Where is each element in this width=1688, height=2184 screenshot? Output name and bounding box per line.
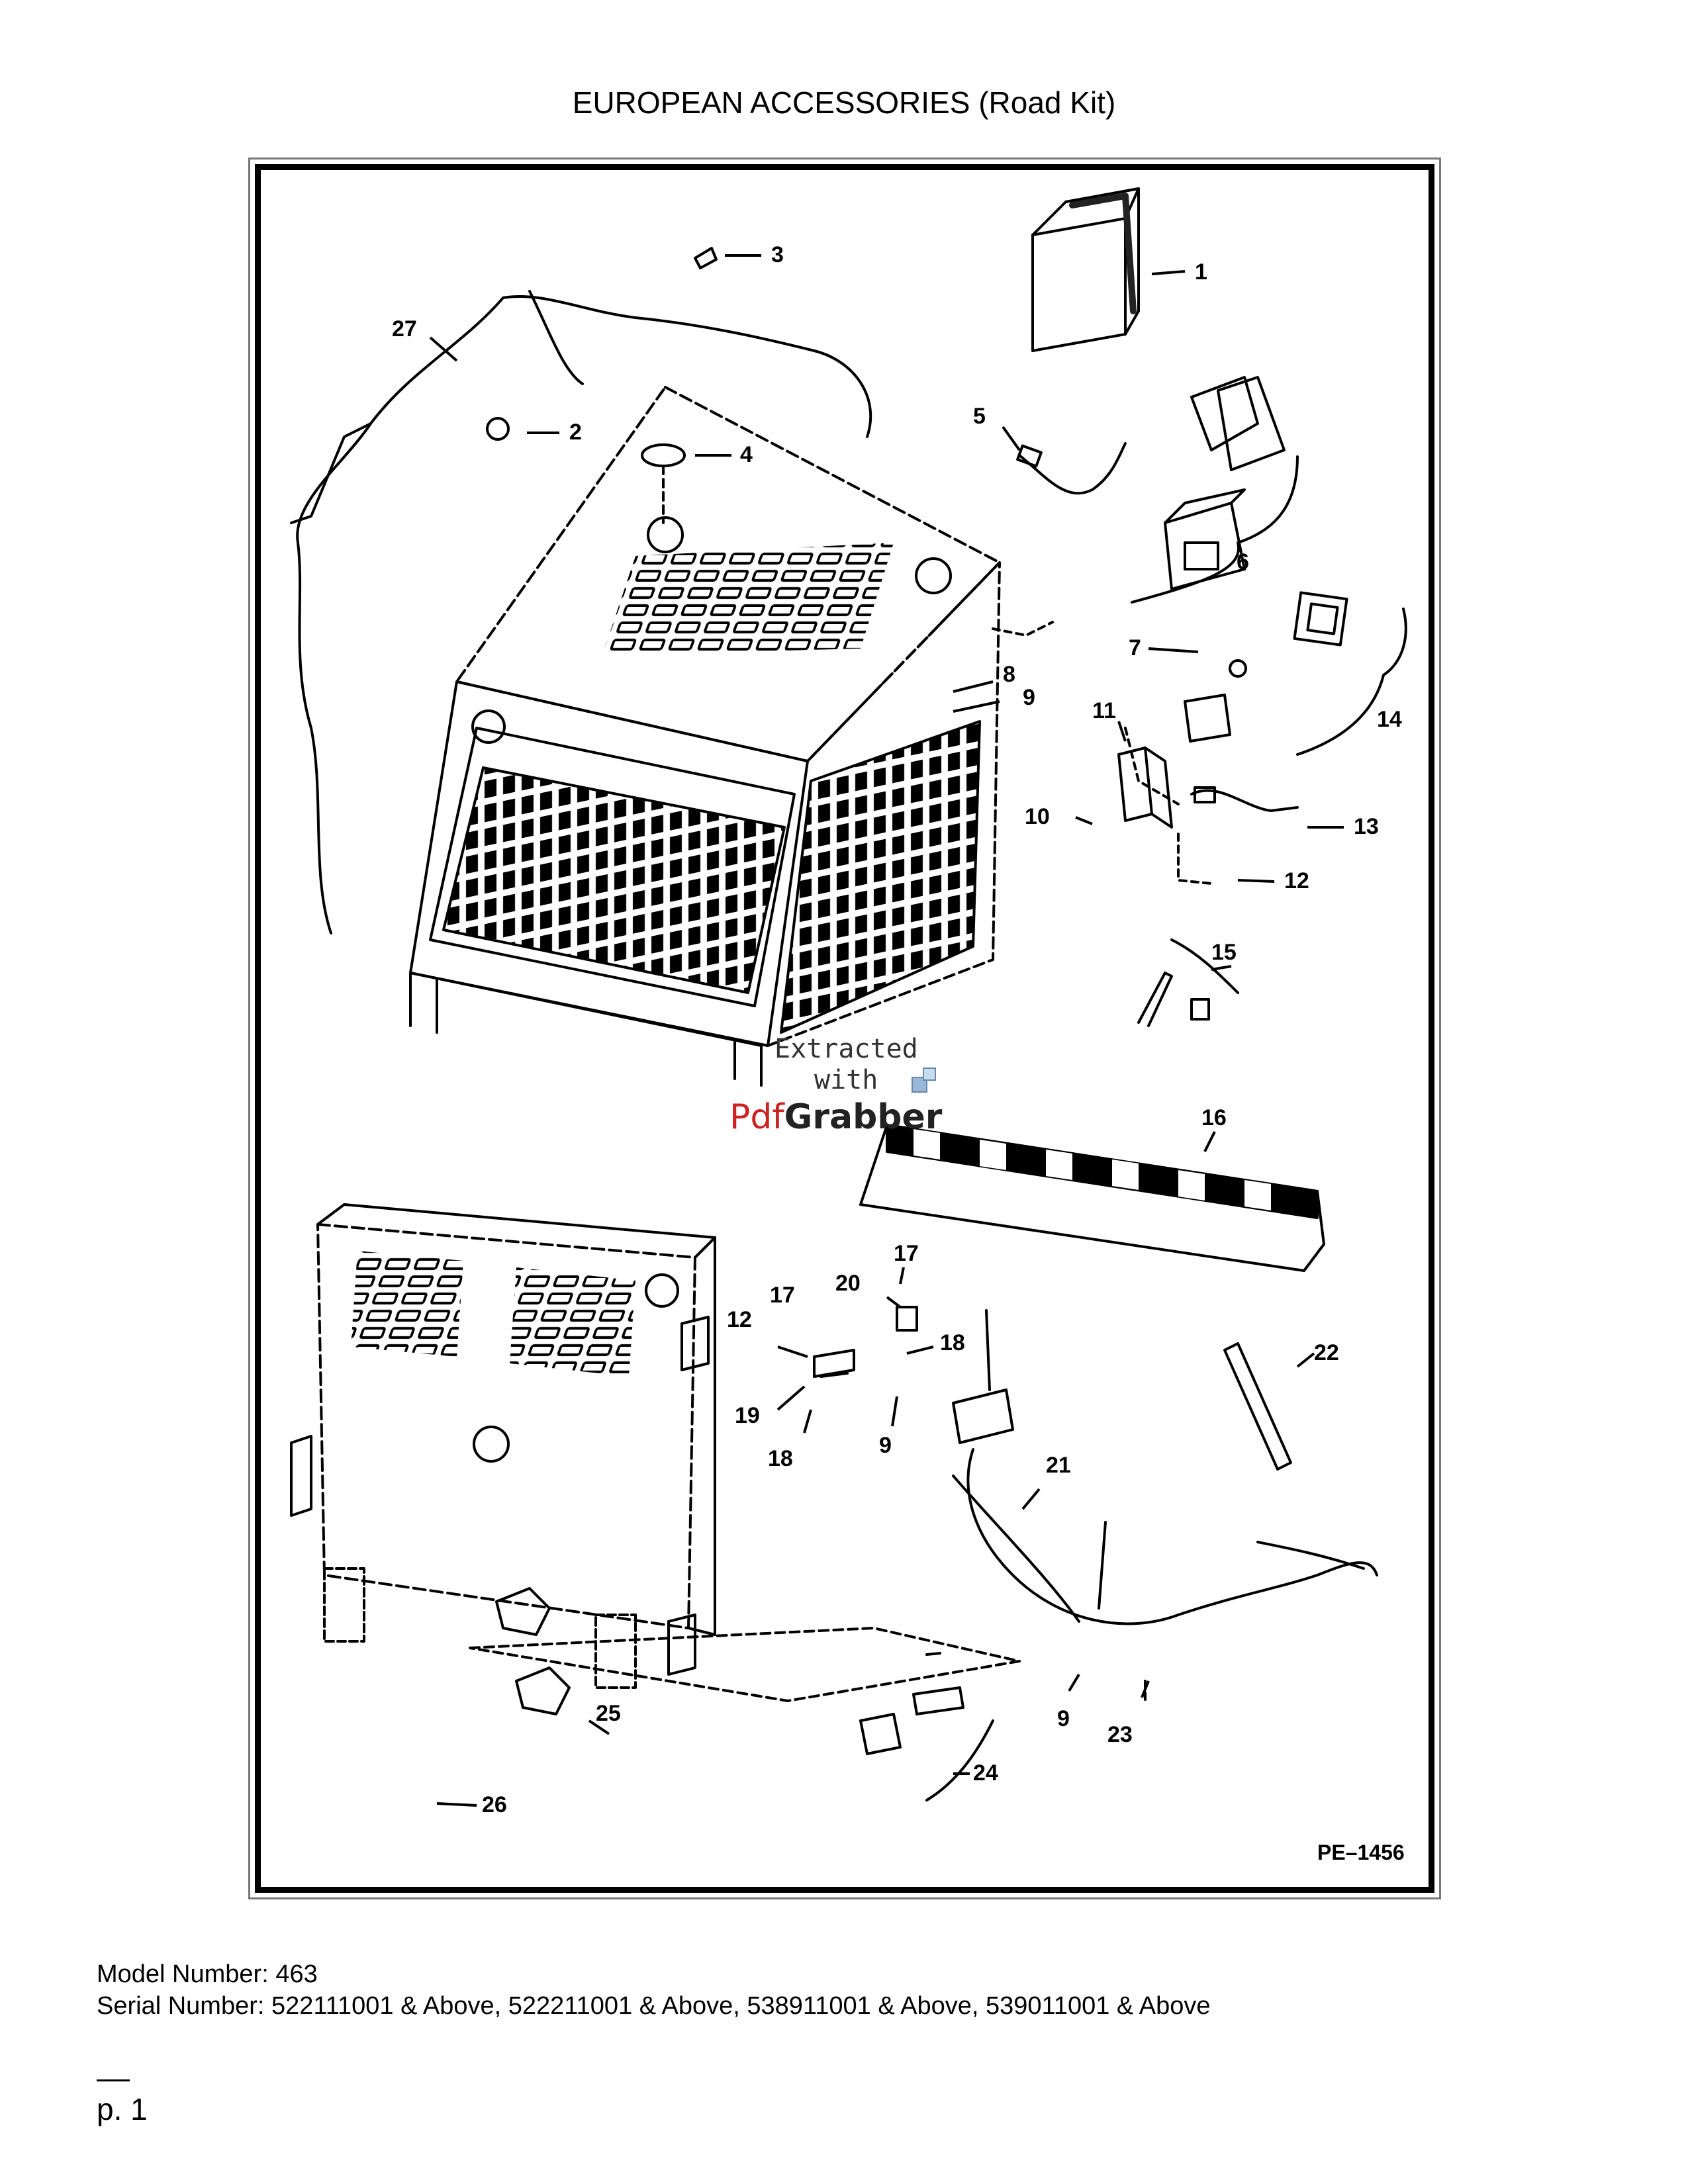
roof-vents <box>602 543 894 655</box>
callout-12b: 12 <box>727 1307 752 1332</box>
callout-5: 5 <box>973 404 986 429</box>
callout-17b: 17 <box>770 1283 795 1308</box>
watermark-line1: Extracted <box>774 1034 918 1064</box>
callout-10: 10 <box>1025 804 1050 829</box>
diagram-frame <box>255 164 1434 1893</box>
part-4-seal <box>641 443 686 467</box>
part-1-housing <box>1031 187 1140 352</box>
page-title: EUROPEAN ACCESSORIES (Road Kit) <box>572 85 1116 120</box>
callout-8: 8 <box>1003 662 1015 687</box>
callout-18b: 18 <box>768 1446 793 1471</box>
callout-7: 7 <box>1129 635 1141 660</box>
callout-12a: 12 <box>1284 868 1309 893</box>
callouts: 1 2 3 4 5 6 7 8 9 11 10 13 14 12 15 16 1… <box>392 242 1402 1817</box>
part-14-lamp <box>1184 591 1348 743</box>
watermark-brand-a: Pdf <box>729 1097 785 1137</box>
part-27-harness <box>296 296 504 934</box>
callout-1: 1 <box>1195 259 1207 285</box>
watermark-brand-b: Grabber <box>784 1097 943 1137</box>
callout-11: 11 <box>1092 698 1116 723</box>
callout-13: 13 <box>1354 814 1379 839</box>
front-grille <box>442 766 786 994</box>
part-2-grommet <box>486 417 510 441</box>
callout-leaders <box>429 254 1344 1807</box>
model-number: Model Number: 463 <box>97 1960 318 1988</box>
callout-6: 6 <box>1237 549 1249 574</box>
part-13-pigtail <box>1190 789 1299 812</box>
rear-vents-right <box>510 1267 635 1377</box>
callout-4: 4 <box>740 442 753 467</box>
watermark-line2: with <box>814 1065 878 1095</box>
rear-panel <box>290 1203 716 1715</box>
callout-3: 3 <box>771 242 784 267</box>
callout-14: 14 <box>1377 707 1402 732</box>
page-number-rule <box>97 2079 130 2081</box>
serial-number: Serial Number: 522111001 & Above, 522211… <box>97 1992 1211 2020</box>
watermark: Extracted with PdfGrabber <box>729 1034 943 1137</box>
part-15-lever <box>1137 972 1173 1027</box>
callout-16: 16 <box>1201 1105 1227 1130</box>
part-19-bracket <box>813 1349 855 1378</box>
callout-21: 21 <box>1046 1453 1071 1478</box>
page-number: p. 1 <box>97 2092 148 2126</box>
part-20-relay <box>896 1306 918 1332</box>
callout-18a: 18 <box>940 1330 965 1355</box>
callout-9a: 9 <box>1023 685 1035 710</box>
callout-25: 25 <box>596 1701 621 1726</box>
callout-20: 20 <box>835 1271 861 1296</box>
rear-vents-left <box>351 1251 463 1357</box>
cab-assembly <box>409 386 1001 1087</box>
callout-17a: 17 <box>894 1241 919 1266</box>
reference-code: PE–1456 <box>1317 1841 1405 1864</box>
callout-19: 19 <box>735 1403 760 1428</box>
part-24-reflector <box>859 1652 964 1755</box>
watermark-brand: PdfGrabber <box>729 1097 943 1137</box>
callout-9b: 9 <box>879 1433 892 1458</box>
part-3-bolt <box>694 247 718 269</box>
part-22-strap <box>1223 1342 1292 1471</box>
callout-26: 26 <box>482 1792 507 1817</box>
side-grille <box>780 720 981 1034</box>
callout-2: 2 <box>569 420 582 445</box>
callout-9c: 9 <box>1057 1706 1070 1731</box>
callout-24: 24 <box>973 1760 998 1786</box>
callout-22: 22 <box>1314 1340 1339 1365</box>
callout-23: 23 <box>1107 1722 1133 1747</box>
part-5-pigtail <box>1018 442 1127 495</box>
part-21-relays <box>952 1388 1014 1444</box>
diagram-frame-outer <box>248 158 1441 1899</box>
part-6-light <box>1164 376 1286 590</box>
callout-27: 27 <box>392 316 417 341</box>
callout-15: 15 <box>1211 940 1237 965</box>
